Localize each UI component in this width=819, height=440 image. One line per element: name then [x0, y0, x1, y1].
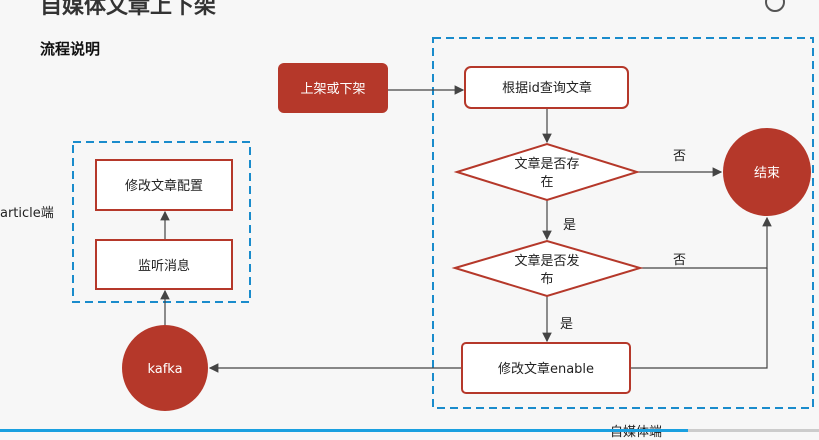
svg-text:根据id查询文章: 根据id查询文章 [502, 80, 592, 96]
edge-label-no: 否 [673, 149, 686, 164]
media-side-label: 自媒体端 [610, 425, 663, 440]
article-side-label: article端 [0, 206, 54, 221]
media-region [432, 37, 814, 409]
section-heading: 流程说明 [40, 40, 101, 58]
edge-label-yes: 是 [560, 317, 573, 332]
svg-text:修改文章配置: 修改文章配置 [125, 178, 203, 194]
svg-text:文章是否存: 文章是否存 [514, 156, 579, 172]
svg-text:监听消息: 监听消息 [138, 258, 190, 274]
progress-bar[interactable] [0, 429, 819, 432]
svg-text:结束: 结束 [754, 166, 780, 181]
edge-label-yes: 是 [563, 218, 576, 233]
logo-icon [765, 0, 785, 12]
progress-fill [0, 429, 688, 432]
listen-node: 监听消息 [95, 239, 233, 290]
config-node: 修改文章配置 [95, 159, 233, 211]
slide-title: 自媒体文章上下架 [40, 0, 217, 19]
edge-label-no: 否 [673, 253, 686, 268]
svg-text:在: 在 [540, 175, 553, 190]
svg-text:修改文章enable: 修改文章enable [498, 361, 594, 377]
query-node: 根据id查询文章 [464, 66, 629, 109]
svg-text:文章是否发: 文章是否发 [514, 253, 579, 269]
enable-node: 修改文章enable [461, 342, 631, 394]
svg-text:布: 布 [540, 272, 553, 287]
end-node: 结束 [723, 128, 811, 216]
start-node: 上架或下架 [278, 63, 388, 113]
svg-text:上架或下架: 上架或下架 [300, 82, 365, 97]
svg-text:kafka: kafka [147, 362, 182, 377]
kafka-node: kafka [122, 325, 208, 411]
